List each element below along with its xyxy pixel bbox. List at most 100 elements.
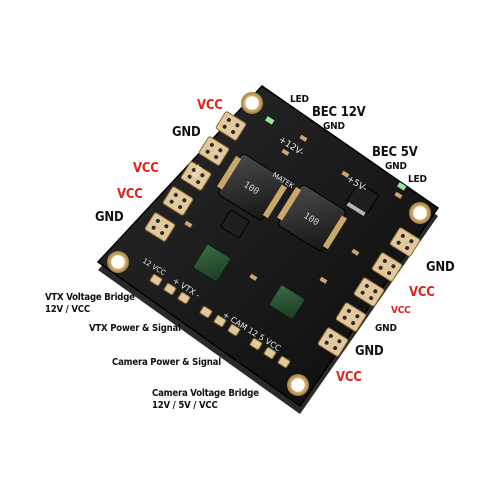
pad-via — [409, 239, 414, 244]
bottom-pad-group — [149, 274, 291, 368]
left-pad-2 — [198, 136, 230, 166]
inductor-left: 100 — [217, 153, 287, 221]
pad-via — [400, 233, 405, 238]
label-vtx-bridge-line1: VTX Voltage Bridge — [45, 292, 135, 303]
pad-via — [342, 315, 347, 320]
label-vcc-right-2: VCC — [391, 305, 411, 316]
bottom-pad-1 — [149, 274, 163, 286]
pad-via — [387, 271, 392, 276]
right-pad-3 — [353, 277, 385, 307]
pad-via — [364, 283, 369, 288]
pad-via — [351, 321, 356, 326]
pad-via — [164, 224, 169, 229]
left-pad-5 — [144, 212, 176, 242]
bottom-pad-6 — [227, 324, 241, 336]
label-vcc-left-1: VCC — [133, 161, 159, 176]
pad-via — [378, 265, 383, 270]
pad-via — [333, 346, 338, 351]
label-vtx-voltage-bridge: VTX Voltage Bridge 12V / VCC — [45, 292, 135, 316]
pad-via — [169, 199, 174, 204]
pad-via — [182, 198, 187, 203]
right-pad-2 — [371, 252, 403, 282]
label-vcc-top: VCC — [197, 98, 223, 113]
label-led-right: LED — [408, 174, 427, 185]
pad-via — [328, 333, 333, 338]
pad-via — [160, 231, 165, 236]
mosfet-mid — [220, 209, 250, 239]
mount-hole-right — [409, 202, 431, 224]
regulator-chip-left — [192, 243, 232, 283]
label-led-top: LED — [290, 94, 309, 105]
pad-via — [173, 192, 178, 197]
smd-components — [184, 134, 403, 284]
label-gnd-right-1: GND — [426, 260, 455, 275]
label-vcc-right-3: VCC — [336, 370, 362, 385]
pad-via — [235, 123, 240, 128]
label-vcc-right-1: VCC — [409, 285, 435, 300]
pad-via — [396, 240, 401, 245]
right-pad-5 — [317, 327, 349, 357]
pad-via — [391, 264, 396, 269]
pad-via — [373, 289, 378, 294]
right-pad-1 — [389, 227, 421, 257]
label-vtx-power-signal: VTX Power & Signal — [89, 323, 181, 334]
pad-via — [191, 167, 196, 172]
pad-via — [405, 246, 410, 251]
mosfet-top — [346, 182, 379, 217]
right-pad-4 — [335, 302, 367, 332]
left-pad-group — [144, 111, 247, 242]
label-camera-power-signal: Camera Power & Signal — [112, 357, 221, 368]
label-cam-bridge-line2: 12V / 5V / VCC — [152, 400, 218, 411]
pad-via — [226, 117, 231, 122]
label-gnd-left-2: GND — [95, 210, 124, 225]
pad-via — [382, 258, 387, 263]
right-pad-group — [317, 227, 421, 357]
bottom-pad-8 — [263, 347, 277, 359]
label-gnd-right-2: GND — [375, 323, 397, 334]
led-5v — [397, 182, 407, 191]
inductor-right: 100 — [277, 184, 347, 252]
mount-hole-bottom — [287, 374, 309, 396]
left-pad-3 — [180, 161, 212, 191]
label-bec12v: BEC 12V — [312, 105, 366, 120]
pad-via — [187, 174, 192, 179]
label-gnd-right-3: GND — [355, 344, 384, 359]
pad-via — [214, 155, 219, 160]
label-bec5v: BEC 5V — [372, 145, 418, 160]
pad-via — [155, 218, 160, 223]
pad-via — [178, 205, 183, 210]
bottom-pad-9 — [277, 356, 291, 368]
pad-via — [222, 124, 227, 129]
label-bec5v-gnd: GND — [385, 161, 407, 172]
regulator-chip-right — [269, 284, 305, 320]
label-camera-voltage-bridge: Camera Voltage Bridge 12V / 5V / VCC — [152, 388, 259, 412]
pad-via — [337, 339, 342, 344]
label-bec12v-gnd: GND — [323, 121, 345, 132]
pad-via — [151, 225, 156, 230]
pad-via — [346, 308, 351, 313]
bottom-pad-3 — [177, 292, 191, 304]
pad-via — [324, 340, 329, 345]
left-pad-1 — [215, 111, 247, 141]
pad-via — [360, 290, 365, 295]
pad-via — [355, 314, 360, 319]
pad-via — [205, 149, 210, 154]
label-cam-bridge-line1: Camera Voltage Bridge — [152, 388, 259, 399]
pad-via — [218, 148, 223, 153]
left-pad-4 — [162, 186, 194, 216]
pad-via — [369, 296, 374, 301]
label-vcc-left-2: VCC — [117, 187, 143, 202]
led-12v — [265, 116, 275, 125]
pad-via — [231, 130, 236, 135]
mount-hole-left — [107, 251, 129, 273]
pad-via — [209, 142, 214, 147]
label-vtx-bridge-line2: 12V / VCC — [45, 304, 90, 315]
bottom-pad-2 — [163, 283, 177, 295]
label-gnd-left-1: GND — [172, 125, 201, 140]
pad-via — [196, 180, 201, 185]
bottom-pad-5 — [213, 315, 227, 327]
mount-hole-top — [241, 92, 263, 114]
pad-via — [200, 173, 205, 178]
